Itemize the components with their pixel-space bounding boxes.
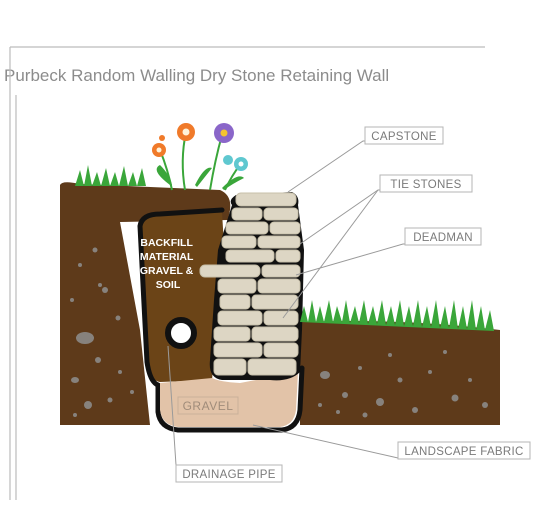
deadman-label: DEADMAN [413, 232, 473, 244]
grass [75, 165, 494, 331]
backfill-line: BACKFILL [140, 237, 193, 249]
right-soil [300, 321, 500, 425]
frame-lines [9, 46, 485, 500]
soil-pebbles [70, 247, 488, 418]
backfill-material [140, 212, 224, 382]
callout-deadman: DEADMAN [404, 227, 482, 246]
callout-capstone: CAPSTONE [364, 126, 444, 145]
backfill-label: BACKFILL MATERIAL GRAVEL & SOIL [140, 237, 196, 291]
callout-tie-stones: TIE STONES [379, 174, 473, 193]
callout-drainage-pipe: DRAINAGE PIPE [175, 464, 283, 483]
backfill-line: SOIL [156, 279, 181, 291]
backfill-line: GRAVEL & [140, 265, 194, 277]
flowers [152, 123, 248, 191]
gravel-label: GRAVEL [183, 399, 234, 413]
left-soil-bank [60, 182, 231, 425]
capstone-label: CAPSTONE [371, 131, 436, 143]
callout-landscape-fabric: LANDSCAPE FABRIC [397, 441, 531, 460]
drainage-pipe-label: DRAINAGE PIPE [182, 469, 275, 481]
backfill-line: MATERIAL [140, 251, 194, 263]
diagram-title: Purbeck Random Walling Dry Stone Retaini… [4, 66, 390, 85]
gravel-base [160, 372, 298, 427]
drainage-pipe-shape [165, 317, 197, 349]
landscape-fabric-label: LANDSCAPE FABRIC [404, 446, 523, 458]
stone-wall [199, 192, 304, 381]
landscape-fabric-line [137, 207, 305, 433]
tie-stones-label: TIE STONES [390, 179, 461, 191]
gravel-label-box [177, 396, 239, 415]
